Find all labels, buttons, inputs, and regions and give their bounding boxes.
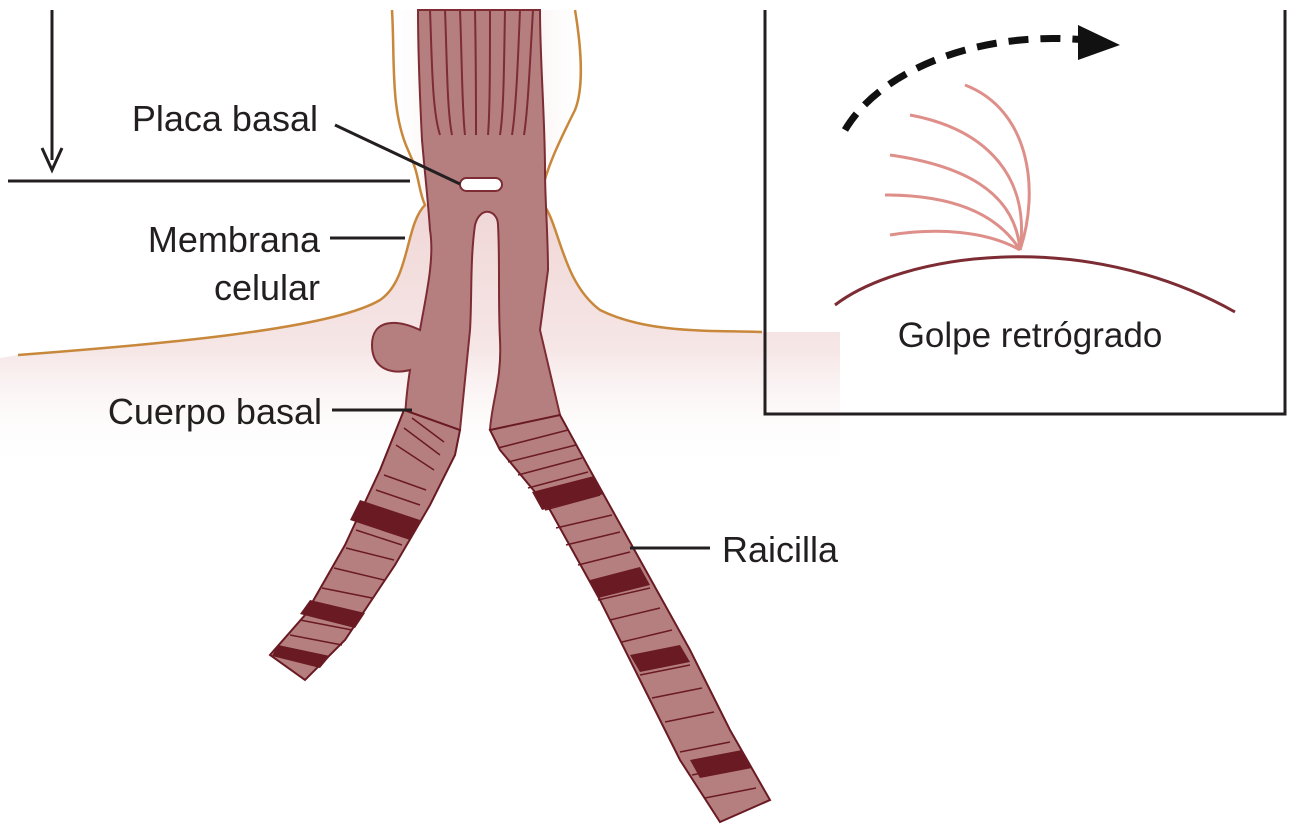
label-membrana-line1: Membrana [90, 220, 320, 260]
inset-curved-arrow [845, 38, 1085, 130]
rootlet-right [490, 415, 770, 822]
label-placa-basal: Placa basal [78, 99, 318, 139]
inset-stroke-lines [885, 85, 1029, 250]
inset-title: Golpe retrógrado [830, 316, 1230, 356]
label-raicilla: Raicilla [722, 530, 838, 570]
inset-cell-surface [835, 257, 1235, 312]
inset-arrowhead [1078, 25, 1120, 60]
label-cuerpo-basal: Cuerpo basal [20, 392, 322, 432]
basal-plate [460, 178, 502, 191]
label-membrana-line2: celular [90, 268, 320, 308]
